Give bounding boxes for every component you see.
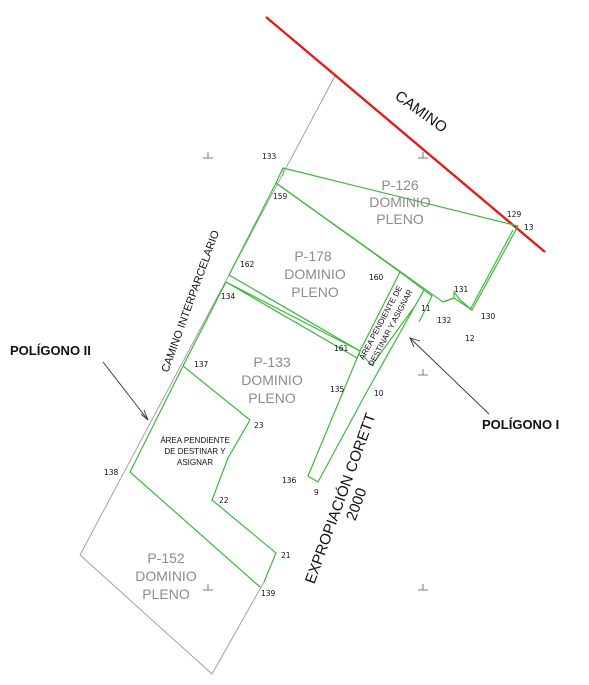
parcel-type: DOMINIO bbox=[135, 568, 197, 584]
grid-marks bbox=[203, 152, 428, 591]
vertex-label: 134 bbox=[221, 292, 236, 301]
vertex-label: 129 bbox=[507, 210, 522, 219]
vertex-label: 21 bbox=[281, 551, 291, 560]
parcel-type-2: PLENO bbox=[142, 586, 190, 602]
polygon-lines bbox=[129, 167, 519, 588]
parcel-p178-label: P-178 DOMINIO PLENO bbox=[284, 248, 346, 300]
vertex-label: 138 bbox=[104, 468, 119, 477]
vertex-label: 9 bbox=[314, 488, 319, 497]
area-line-3: ASIGNAR bbox=[177, 458, 213, 467]
parcel-id: P-133 bbox=[253, 354, 291, 370]
vertex-label: 10 bbox=[374, 389, 384, 398]
vertex-label: 162 bbox=[240, 260, 255, 269]
parcel-type-2: PLENO bbox=[248, 390, 296, 406]
parcel-id: P-126 bbox=[381, 177, 419, 193]
vertex-label: 22 bbox=[219, 496, 229, 505]
vertex-label: 139 bbox=[261, 589, 276, 598]
expropiacion-line-1: EXPROPIACIÓN CORETT bbox=[302, 411, 380, 586]
vertex-label: 130 bbox=[481, 312, 496, 321]
camino-road-line bbox=[265, 16, 546, 253]
vertex-label: 160 bbox=[369, 273, 384, 282]
vertex-label: 136 bbox=[282, 476, 297, 485]
vertex-label: 23 bbox=[254, 421, 264, 430]
vertex-label: 132 bbox=[437, 316, 452, 325]
area-right-label: ÁREA PENDIENTE DE DESTINAR Y ASIGNAR bbox=[357, 284, 414, 368]
parcel-id: P-178 bbox=[294, 248, 332, 264]
vertex-label: 11 bbox=[421, 304, 431, 313]
vertex-label: 133 bbox=[262, 152, 277, 161]
parcel-type: DOMINIO bbox=[369, 194, 431, 210]
vertex-label: 13 bbox=[524, 223, 534, 232]
expropiacion-label: EXPROPIACIÓN CORETT 2000 bbox=[302, 411, 380, 586]
vertex-label: 161 bbox=[334, 344, 349, 353]
parcel-p152-label: P-152 DOMINIO PLENO bbox=[135, 550, 197, 602]
parcel-id: P-152 bbox=[147, 550, 185, 566]
area-line-2: DE DESTINAR Y bbox=[164, 447, 226, 456]
vertex-label: 131 bbox=[454, 285, 469, 294]
parcel-p126-label: P-126 DOMINIO PLENO bbox=[369, 177, 431, 227]
parcel-p133-label: P-133 DOMINIO PLENO bbox=[241, 354, 303, 406]
camino-interparcelario-label: CAMINO INTERPARCELARIO bbox=[160, 228, 223, 374]
vertex-label: 159 bbox=[273, 192, 288, 201]
vertex-label: 137 bbox=[194, 360, 209, 369]
parcel-type: DOMINIO bbox=[241, 372, 303, 388]
vertex-labels: 133 159 129 13 162 134 160 131 11 132 13… bbox=[104, 152, 534, 598]
arrows bbox=[102, 337, 490, 421]
parcel-type-2: PLENO bbox=[376, 211, 424, 227]
poligono-ii-label: POLÍGONO II bbox=[10, 343, 91, 358]
parcel-type-2: PLENO bbox=[291, 284, 339, 300]
vertex-label: 12 bbox=[465, 334, 475, 343]
poligono-i-label: POLÍGONO I bbox=[482, 417, 559, 432]
area-left-label: ÁREA PENDIENTE DE DESTINAR Y ASIGNAR bbox=[160, 436, 229, 467]
parcel-type: DOMINIO bbox=[284, 266, 346, 282]
area-line-1: ÁREA PENDIENTE bbox=[160, 436, 229, 445]
vertex-label: 135 bbox=[330, 385, 345, 394]
